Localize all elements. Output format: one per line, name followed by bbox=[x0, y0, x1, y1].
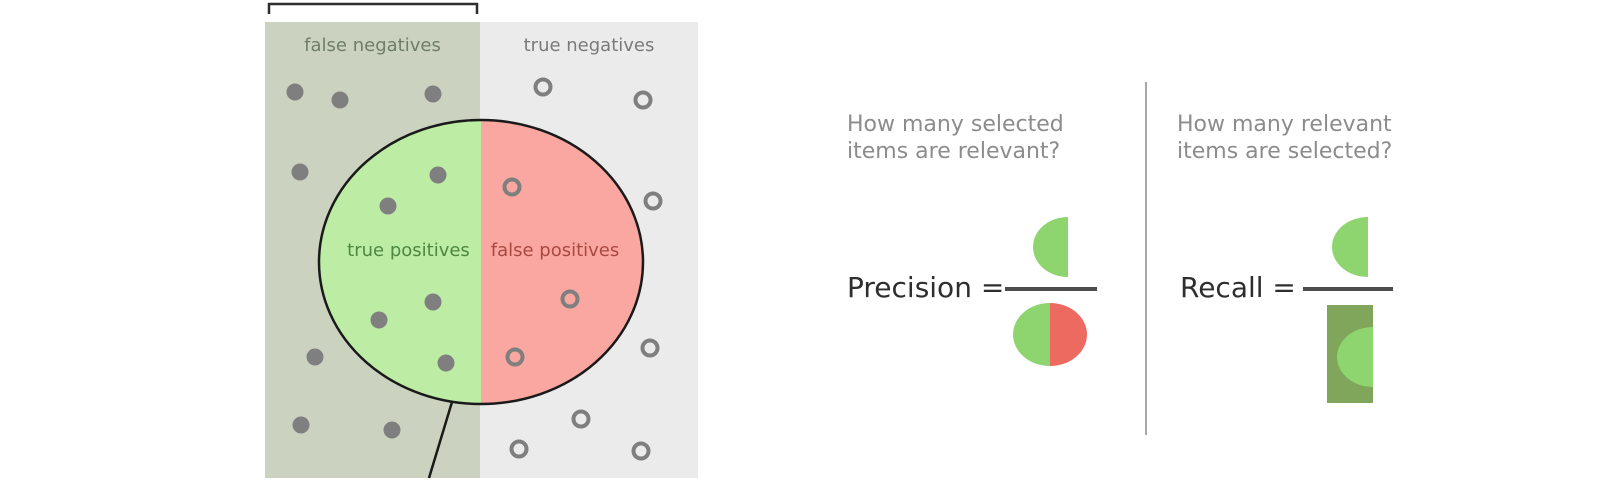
precision-denominator-red-half bbox=[1050, 303, 1087, 366]
precision-question-line2: items are relevant? bbox=[847, 139, 1061, 164]
relevant-dot bbox=[437, 354, 455, 372]
true-positives-label: true positives bbox=[347, 240, 470, 261]
relevant-dots bbox=[286, 83, 455, 439]
recall-formula-label: Recall = bbox=[1180, 271, 1296, 304]
irrelevant-dot bbox=[571, 409, 591, 429]
irrelevant-dots bbox=[502, 77, 663, 461]
magnifier-handle-icon bbox=[427, 401, 454, 479]
precision-numerator-half-circle bbox=[1033, 217, 1068, 277]
irrelevant-dot bbox=[640, 338, 660, 358]
precision-denominator-green-half bbox=[1013, 303, 1050, 366]
recall-denominator-half-circle bbox=[1337, 327, 1373, 387]
precision-question: How many selected items are relevant? bbox=[847, 111, 1064, 165]
irrelevant-dot bbox=[502, 177, 522, 197]
relevant-dot bbox=[370, 311, 388, 329]
relevant-dot bbox=[292, 416, 310, 434]
false-negatives-label: false negatives bbox=[304, 35, 441, 56]
irrelevant-dot bbox=[560, 289, 580, 309]
relevant-dot bbox=[306, 348, 324, 366]
relevant-bracket bbox=[267, 2, 479, 14]
relevant-dot bbox=[429, 166, 447, 184]
circle-outline bbox=[317, 118, 645, 406]
relevant-dot bbox=[331, 91, 349, 109]
relevant-dot bbox=[424, 85, 442, 103]
irrelevant-dot bbox=[633, 90, 653, 110]
recall-question: How many relevant items are selected? bbox=[1177, 111, 1392, 165]
irrelevant-dot bbox=[509, 439, 529, 459]
irrelevant-dot bbox=[533, 77, 553, 97]
irrelevant-dot bbox=[631, 441, 651, 461]
true-negatives-label: true negatives bbox=[523, 35, 655, 56]
irrelevant-dot bbox=[643, 191, 663, 211]
true-positives-region bbox=[319, 120, 481, 404]
relevant-dot bbox=[424, 293, 442, 311]
relevant-dot bbox=[383, 421, 401, 439]
precision-formula-label: Precision = bbox=[847, 271, 1005, 304]
relevant-dot bbox=[286, 83, 304, 101]
relevant-dot bbox=[379, 197, 397, 215]
recall-question-line2: items are selected? bbox=[1177, 139, 1393, 164]
false-positives-label: false positives bbox=[490, 240, 620, 261]
irrelevant-dot bbox=[505, 347, 525, 367]
false-positives-region bbox=[481, 120, 643, 404]
relevant-dot bbox=[291, 163, 309, 181]
recall-question-line1: How many relevant bbox=[1177, 112, 1392, 137]
precision-question-line1: How many selected bbox=[847, 112, 1064, 137]
recall-numerator-half-circle bbox=[1332, 217, 1368, 277]
